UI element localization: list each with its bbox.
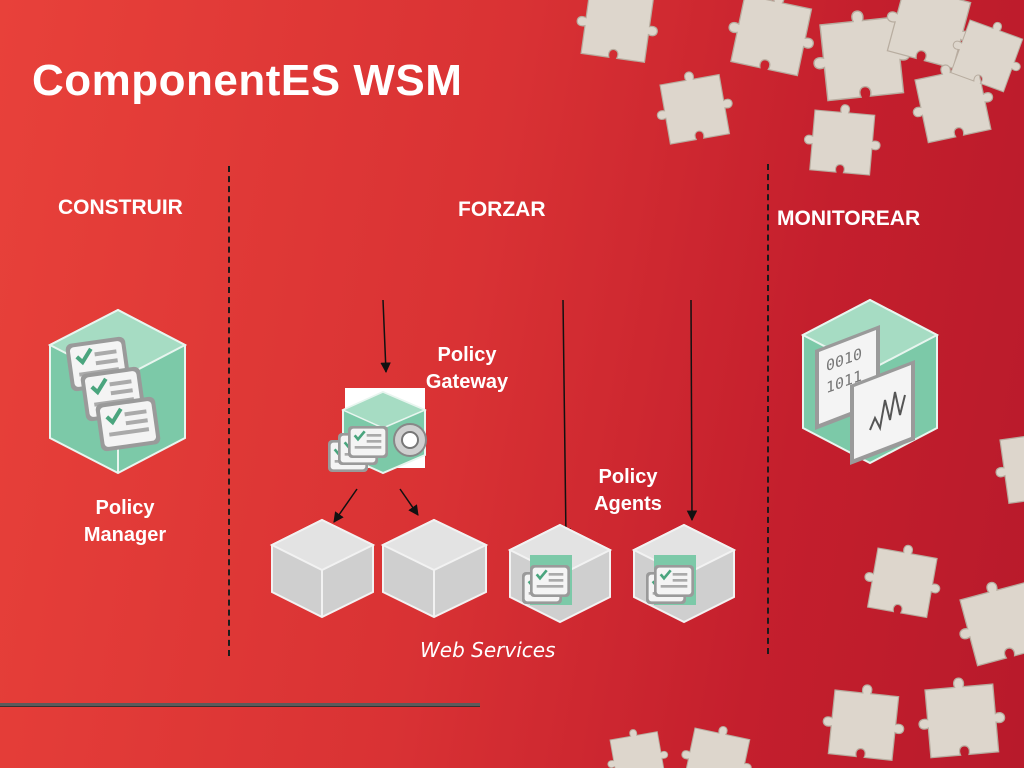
- arrow-to-gateway: [380, 299, 391, 374]
- policy-manager-cube-icon: [47, 308, 188, 475]
- slide-title: ComponentES WSM: [32, 56, 463, 105]
- policy-agents-label: Policy Agents: [576, 464, 680, 518]
- policy-manager-label-line2: Manager: [83, 524, 167, 546]
- arrow-gateway-to-service-2: [399, 488, 419, 516]
- policy-agent-cube-icon: [507, 523, 613, 624]
- policy-agent-cube-icon: [631, 523, 737, 624]
- section-monitor-heading: MONITOREAR: [777, 207, 921, 230]
- policy-manager-label: Policy Manager: [70, 495, 180, 549]
- section-build-heading: CONSTRUIR: [58, 196, 183, 219]
- arrow-gateway-to-service-1: [333, 488, 358, 523]
- monitor-cube-icon: 0010 1011: [800, 298, 940, 465]
- policy-gateway-label-line2: Gateway: [425, 371, 509, 393]
- policy-gateway-label: Policy Gateway: [412, 342, 522, 396]
- footer-rule: [0, 703, 480, 706]
- arrow-to-agent-1: [560, 299, 572, 540]
- divider-left: [228, 166, 230, 656]
- web-services-caption: Web Services: [420, 638, 556, 662]
- web-service-cube-icon: [380, 518, 489, 619]
- policy-gateway-label-line1: Policy: [437, 344, 497, 366]
- web-service-cube-icon: [269, 518, 376, 619]
- policy-gateway-icon: [326, 388, 427, 475]
- policy-agents-label-line2: Agents: [594, 493, 662, 515]
- divider-right: [767, 164, 769, 654]
- section-enforce-heading: FORZAR: [458, 198, 546, 221]
- policy-manager-label-line1: Policy: [95, 497, 155, 519]
- policy-agents-label-line1: Policy: [598, 466, 658, 488]
- arrow-to-agent-2: [686, 299, 698, 522]
